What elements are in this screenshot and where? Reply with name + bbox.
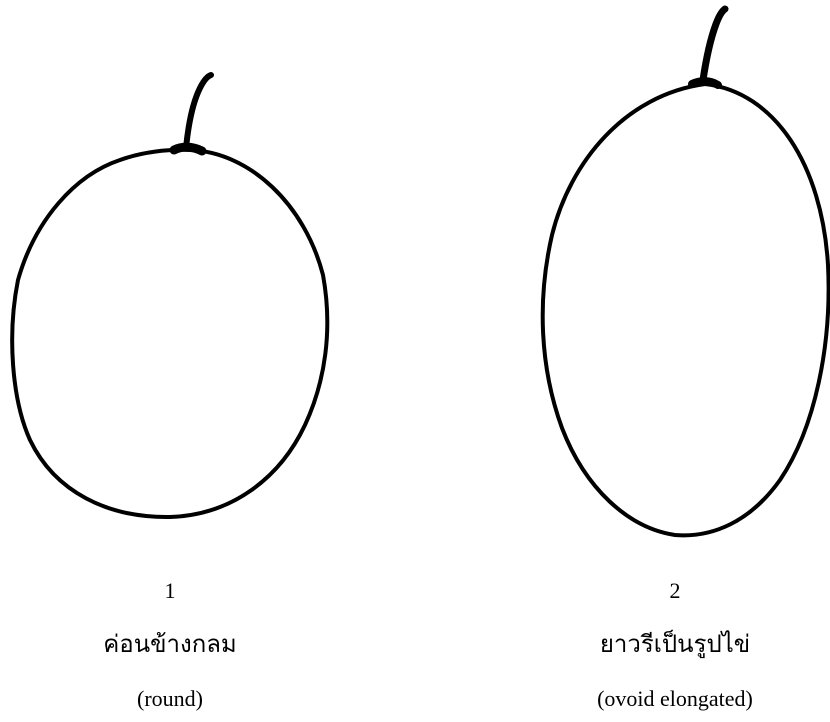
ovoid-fruit-stem — [703, 9, 725, 80]
shape-name-thai: ยาวรีเป็นรูปไข่ — [545, 632, 805, 656]
shape-name-english: (ovoid elongated) — [545, 688, 805, 710]
ovoid-fruit-outline — [543, 84, 829, 535]
shape-number: 2 — [545, 580, 805, 602]
